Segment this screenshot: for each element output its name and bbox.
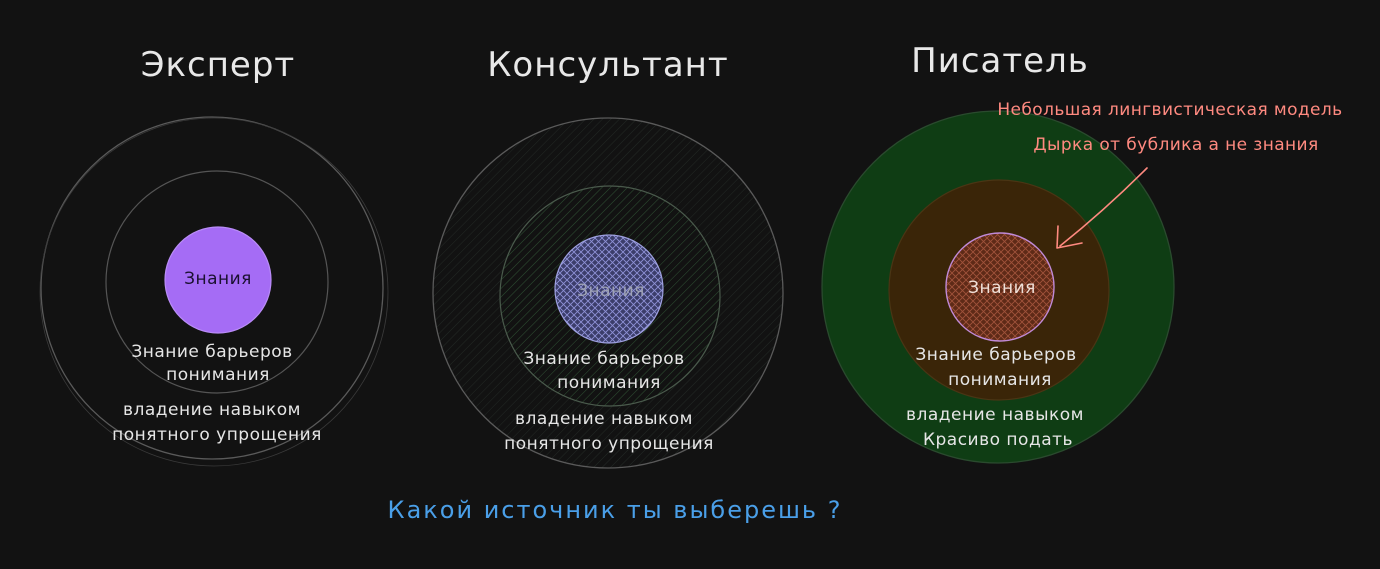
title-expert: Эксперт	[141, 45, 296, 85]
outer-label-consultant-2: понятного упрощения	[504, 434, 714, 454]
outer-label-consultant-1: владение навыком	[515, 409, 693, 429]
core-circle-expert	[164, 226, 272, 334]
column-consultant: Консультант Знания Знание барьеров поним…	[432, 45, 784, 469]
inner-label-consultant-2: понимания	[557, 373, 661, 393]
outer-circle-sketch-expert	[39, 117, 389, 467]
outer-circle-expert	[40, 116, 384, 460]
title-consultant: Консультант	[487, 45, 728, 85]
inner-label-consultant-1: Знание барьеров	[523, 349, 684, 369]
inner-label-expert-2: понимания	[166, 365, 270, 385]
annotation-arrow-icon	[1056, 167, 1148, 249]
core-circle-writer	[945, 232, 1055, 342]
inner-label-writer-1: Знание барьеров	[915, 345, 1076, 365]
title-writer: Писатель	[911, 41, 1089, 81]
outer-label-expert-2: понятного упрощения	[112, 425, 322, 445]
core-label-writer: Знания	[968, 278, 1036, 298]
column-expert: Эксперт Знания Знание барьеров понимания…	[39, 45, 389, 467]
core-circle-consultant	[554, 234, 664, 344]
column-writer: Писатель Знания Знание барьеров понимани…	[821, 41, 1342, 464]
outer-label-expert-1: владение навыком	[123, 400, 301, 420]
core-label-expert: Знания	[184, 269, 252, 289]
inner-circle-expert	[105, 170, 329, 394]
inner-label-writer-2: понимания	[948, 370, 1052, 390]
annotation-small-language-model: Небольшая лингвистическая модель	[997, 100, 1342, 120]
inner-label-expert-1: Знание барьеров	[131, 342, 292, 362]
core-label-consultant: Знания	[577, 281, 645, 301]
outer-label-writer-2: Красиво подать	[923, 430, 1073, 450]
outer-label-writer-1: владение навыком	[906, 405, 1084, 425]
annotation-donut-hole: Дырка от бублика а не знания	[1033, 135, 1318, 155]
question-text: Какой источник ты выберешь ?	[388, 496, 843, 524]
